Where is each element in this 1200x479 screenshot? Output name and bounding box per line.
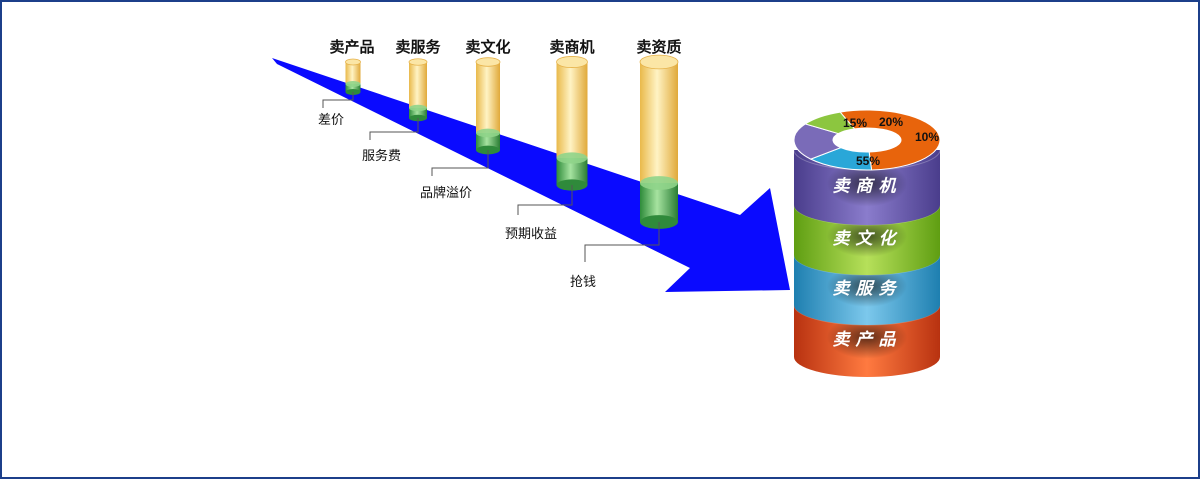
stage-title: 卖商机 <box>549 38 594 56</box>
layer-fuwu-shade <box>826 265 908 307</box>
cylinder-top <box>639 54 679 70</box>
cylinder-base <box>345 84 361 92</box>
cylinder-body <box>476 62 500 133</box>
stage-title: 卖资质 <box>636 38 681 56</box>
stage-revenue: 预期收益 <box>505 226 557 241</box>
cylinder-top <box>556 56 588 68</box>
cylinder-divider <box>345 81 361 87</box>
leader-line <box>431 150 489 176</box>
cylinder-divider <box>476 128 500 138</box>
layer-shangji-label: 卖商机 <box>833 177 902 197</box>
stage-revenue: 服务费 <box>362 148 401 163</box>
ring-percent-label: 55% <box>856 154 880 168</box>
leader-line <box>517 185 573 215</box>
cylinder-body <box>345 62 361 84</box>
stage-revenue: 品牌溢价 <box>420 185 472 200</box>
ring-percent-label: 15% <box>843 116 867 130</box>
cylinder-top <box>408 58 428 66</box>
stage-revenue: 差价 <box>318 112 344 127</box>
cylinder-base <box>476 133 500 150</box>
cylinder-base <box>409 108 427 118</box>
stage-revenue: 抢钱 <box>570 274 596 289</box>
cylinder-divider <box>556 152 588 164</box>
cylinder-body <box>640 62 678 183</box>
cylinder-top <box>475 57 501 67</box>
stage-title: 卖文化 <box>465 38 510 56</box>
cylinder-divider <box>640 176 678 190</box>
stage-title: 卖产品 <box>329 38 374 56</box>
layer-chanpin-shade <box>826 315 908 359</box>
layer-fuwu-label: 卖服务 <box>833 279 902 299</box>
layer-chanpin-label: 卖产品 <box>833 330 902 350</box>
layer-wenhua-label: 卖文化 <box>833 229 902 249</box>
layer-shangji-shade <box>826 160 908 207</box>
cylinder-body <box>409 62 427 108</box>
layer-wenhua-shade <box>826 215 908 257</box>
ring-percent-label: 10% <box>915 130 939 144</box>
stage-title: 卖服务 <box>395 38 441 56</box>
stacked-cylinder: 卖产品 卖服务 卖文化 卖商机 55% 15% 20% 10% <box>793 109 941 377</box>
cylinder-top <box>345 58 361 66</box>
trend-arrow <box>272 58 790 292</box>
leader-line <box>584 222 660 262</box>
ring-percent-label: 20% <box>879 115 903 129</box>
leader-line <box>322 92 354 108</box>
cylinder-divider <box>409 104 427 112</box>
cylinder-body <box>556 62 588 158</box>
leader-line <box>369 118 419 140</box>
ring-hole <box>833 128 901 152</box>
